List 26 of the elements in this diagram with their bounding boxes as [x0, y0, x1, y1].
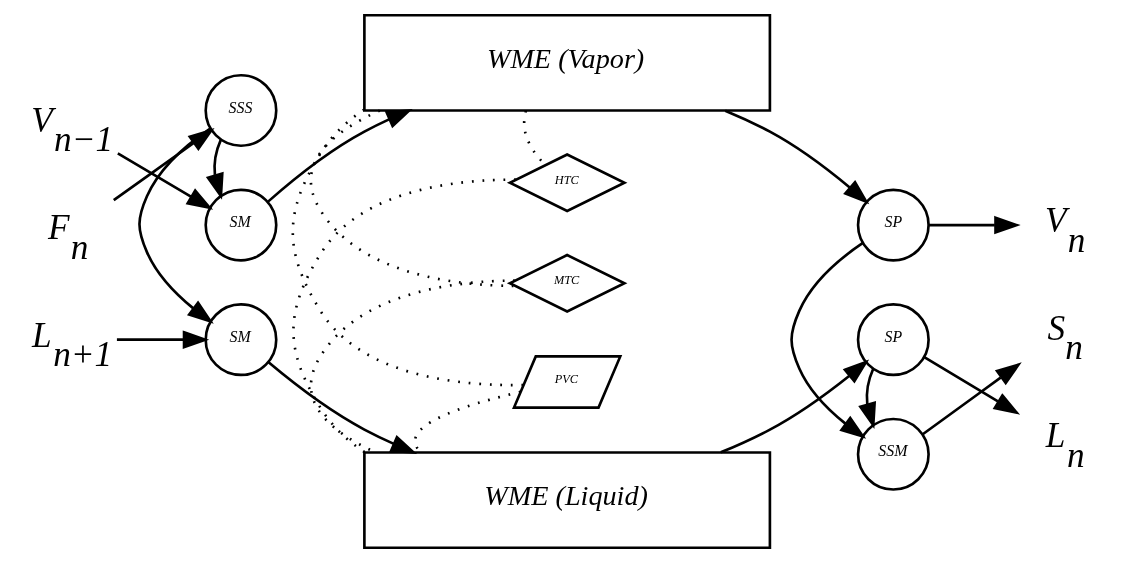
arrow — [116, 330, 210, 349]
arrow — [923, 356, 1021, 415]
node-circle: SSS — [204, 73, 278, 148]
node-circle: SP — [856, 303, 930, 377]
arrow — [790, 241, 867, 439]
arrow — [205, 139, 224, 200]
arrow — [921, 362, 1022, 436]
arrow — [858, 368, 877, 430]
node-circle: SM — [204, 303, 278, 377]
node-circle: SM — [204, 188, 278, 262]
node-box: WME (Liquid) — [363, 451, 772, 550]
node-diamond: HTC — [506, 153, 628, 213]
arrow — [267, 361, 418, 454]
connector — [309, 279, 515, 454]
arrow — [117, 152, 214, 210]
node-circle: SP — [856, 188, 930, 262]
arrow — [724, 109, 870, 205]
connector — [291, 108, 524, 387]
connector — [309, 109, 515, 288]
node-box: WME (Vapor) — [363, 13, 772, 112]
node-circle: SSM — [856, 417, 930, 491]
arrow — [267, 109, 413, 203]
node-diamond: MTC — [506, 253, 628, 313]
arrow — [720, 359, 870, 454]
connector — [292, 178, 516, 454]
arrow — [928, 215, 1021, 235]
